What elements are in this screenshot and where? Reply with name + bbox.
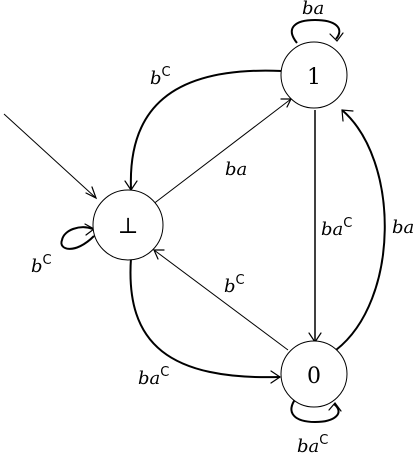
edge-zero-to-bottom — [153, 249, 289, 351]
state-zero: 0 — [280, 340, 348, 408]
label-one-to-zero: baC — [321, 216, 352, 240]
edge-one-to-bottom — [129, 69, 283, 190]
loop-zero-arrowhead — [328, 402, 342, 412]
label-zero-to-one: ba — [392, 217, 414, 238]
label-bottom-to-one: ba — [225, 159, 247, 180]
edge-bottom-to-one — [147, 98, 292, 209]
initial-arrowhead — [85, 186, 98, 200]
edge-zero-to-one-arrowhead — [341, 109, 354, 122]
edge-zero-to-one — [335, 109, 386, 351]
state-bottom-label: ⊥ — [118, 214, 139, 239]
label-loop-one: ba — [302, 0, 324, 19]
edge-zero-to-bottom-arrowhead — [153, 249, 165, 260]
state-one: 1 — [280, 41, 348, 109]
edge-bottom-to-zero — [129, 257, 281, 379]
state-bottom: ⊥ — [92, 189, 164, 261]
state-zero-label: 0 — [307, 364, 321, 389]
loop-one-arrowhead — [329, 32, 344, 42]
label-bottom-to-zero: baC — [138, 365, 169, 389]
label-loop-bottom: bC — [31, 253, 52, 277]
edge-bottom-to-zero-arrowhead — [270, 370, 282, 384]
label-one-to-bottom: bC — [150, 65, 171, 89]
loop-bottom — [60, 226, 95, 250]
state-one-label: 1 — [307, 65, 321, 90]
loop-one — [290, 18, 341, 44]
initial-arrow — [3, 113, 97, 199]
label-zero-to-bottom: bC — [224, 273, 245, 297]
loop-zero — [290, 397, 340, 424]
label-loop-zero: baC — [297, 433, 328, 456]
